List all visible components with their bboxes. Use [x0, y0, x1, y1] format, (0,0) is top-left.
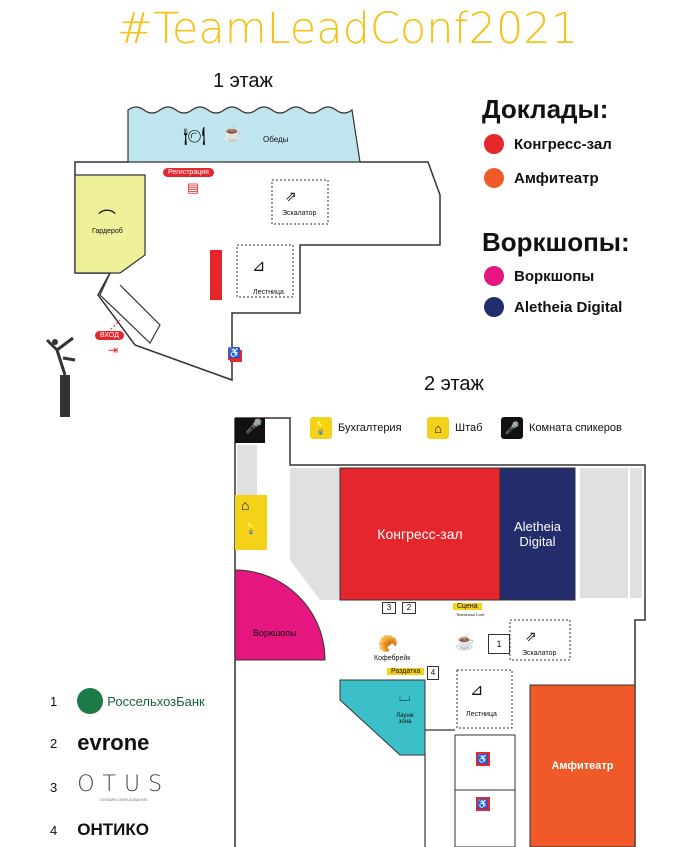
- hq-bulb-icon: 💡: [244, 523, 258, 535]
- service-speakers-label: Комната спикеров: [529, 422, 622, 434]
- vertical-registration-label: Регистрация докладчиков: [205, 239, 211, 300]
- hanger-icon: ⌒: [98, 209, 116, 229]
- armchair-icon: ⌴: [399, 688, 411, 704]
- sponsor-1: 1 РоссельхозБанк: [50, 688, 205, 714]
- workshops-room-label: Воркшопы: [253, 628, 297, 638]
- wardrobe-room: [74, 174, 146, 274]
- toilet-icon-1: ♿: [228, 348, 241, 360]
- coffee-break-label: Кофебрейк: [374, 655, 411, 662]
- croissant-icon: 🥐: [378, 636, 398, 653]
- stage-sub-label: TeamLead Conf: [456, 612, 485, 617]
- stairs-box-1: [236, 244, 294, 298]
- sponsor-3-sub: ОНЛАЙН-ОБРАЗОВАНИЕ: [99, 797, 148, 802]
- escalator-box-1: [271, 179, 329, 225]
- page-title: #TeamLeadConf2021: [116, 4, 579, 54]
- booth-4: 4: [427, 666, 439, 680]
- sponsor-1-name: РоссельхозБанк: [107, 693, 205, 709]
- statue-icon: [45, 336, 76, 417]
- registration-tag: Регистрация: [163, 168, 214, 177]
- rshb-logo-icon: [77, 688, 104, 714]
- legend-workshops: Воркшопы: [484, 266, 594, 286]
- stairs-icon-2: ⊿: [470, 682, 484, 699]
- legend-amphitheater: Амфитеатр: [484, 168, 599, 188]
- legend-dot-congress: [484, 134, 504, 154]
- lunch-label: Обеды: [263, 135, 289, 144]
- speakers-room-icon: 🎤: [245, 418, 263, 434]
- amphitheater-hall: Амфитеатр: [551, 760, 614, 772]
- floor-2-label: 2 этаж: [424, 373, 484, 395]
- legend-congress-label: Конгресс-зал: [514, 135, 612, 153]
- microphone-icon: 🎤: [501, 417, 523, 439]
- sponsor-2-name: evrone: [77, 730, 150, 755]
- sponsor-1-num: 1: [50, 693, 58, 709]
- house-icon: ⌂: [427, 417, 449, 439]
- escalator-label-1: Эскалатор: [282, 210, 317, 217]
- escalator-icon-2: ⇗: [525, 628, 537, 644]
- cutlery-icon: 🍽: [183, 126, 206, 146]
- legend-dot-aletheia: [484, 297, 504, 317]
- wardrobe-label: Гардероб: [92, 228, 123, 235]
- toilet-icon-2: ♿: [476, 752, 490, 766]
- aletheia-hall: Aletheia Digital: [514, 519, 561, 549]
- sponsor-4: 4 ОНТИКО: [50, 820, 149, 840]
- service-hq: ⌂ Штаб: [427, 417, 482, 439]
- entrance-tag: ВХОД: [95, 331, 124, 340]
- booth-2: 2: [402, 602, 416, 614]
- stairs-label-2: Лестница: [466, 711, 497, 718]
- congress-hall: Конгресс-зал: [377, 526, 463, 542]
- legend-workshops-label: Воркшопы: [514, 267, 595, 285]
- coffee-break-cup-icon: ☕: [455, 634, 475, 651]
- workshops-heading: Воркшопы:: [482, 227, 630, 257]
- booth-3: 3: [382, 602, 396, 614]
- coffee-cup-icon: ☕: [222, 124, 244, 143]
- door-icon: ⇥: [108, 343, 119, 357]
- escalator-icon-1: ⇗: [285, 188, 297, 204]
- legend-dot-workshops: [484, 266, 504, 286]
- sponsor-3-num: 3: [50, 779, 58, 795]
- legend-amphitheater-label: Амфитеатр: [514, 169, 599, 187]
- sponsor-3-name: OTUS: [77, 772, 171, 797]
- booth-1: 1: [488, 634, 510, 654]
- sponsor-4-num: 4: [50, 822, 58, 838]
- legend-aletheia: Aletheia Digital: [484, 297, 622, 317]
- service-hq-label: Штаб: [455, 422, 483, 434]
- floor-1-label: 1 этаж: [213, 70, 273, 92]
- sponsor-3: 3 OTUS ОНЛАЙН-ОБРАЗОВАНИЕ: [50, 772, 170, 802]
- registration-icon: ▤: [187, 180, 200, 195]
- floor-2-map: [234, 417, 646, 847]
- lightbulb-icon: 💡: [310, 417, 332, 439]
- talks-heading: Доклады:: [482, 94, 609, 124]
- stairs-icon-1: ⊿: [252, 258, 266, 275]
- stage-label: Сцена: [453, 603, 482, 610]
- service-accounting: 💡 Бухгалтерия: [310, 417, 402, 439]
- sponsor-2: 2 evrone: [50, 730, 149, 756]
- legend-dot-amphitheater: [484, 168, 504, 188]
- distribution-label: Раздатка: [387, 668, 425, 675]
- stairs-label-1: Лестница: [253, 289, 284, 296]
- escalator-label-2: Эскалатор: [522, 650, 557, 657]
- lounge-label: Лаунж зона: [396, 713, 414, 725]
- legend-aletheia-label: Aletheia Digital: [514, 298, 623, 316]
- service-speakers: 🎤 Комната спикеров: [501, 417, 622, 439]
- sponsor-2-num: 2: [50, 735, 58, 751]
- hq-house-icon: ⌂: [241, 497, 250, 513]
- lunch-area: [127, 106, 361, 163]
- service-accounting-label: Бухгалтерия: [338, 422, 402, 434]
- legend-congress: Конгресс-зал: [484, 134, 612, 154]
- sponsor-4-name: ОНТИКО: [77, 820, 149, 839]
- toilet-icon-3: ♿: [476, 797, 490, 811]
